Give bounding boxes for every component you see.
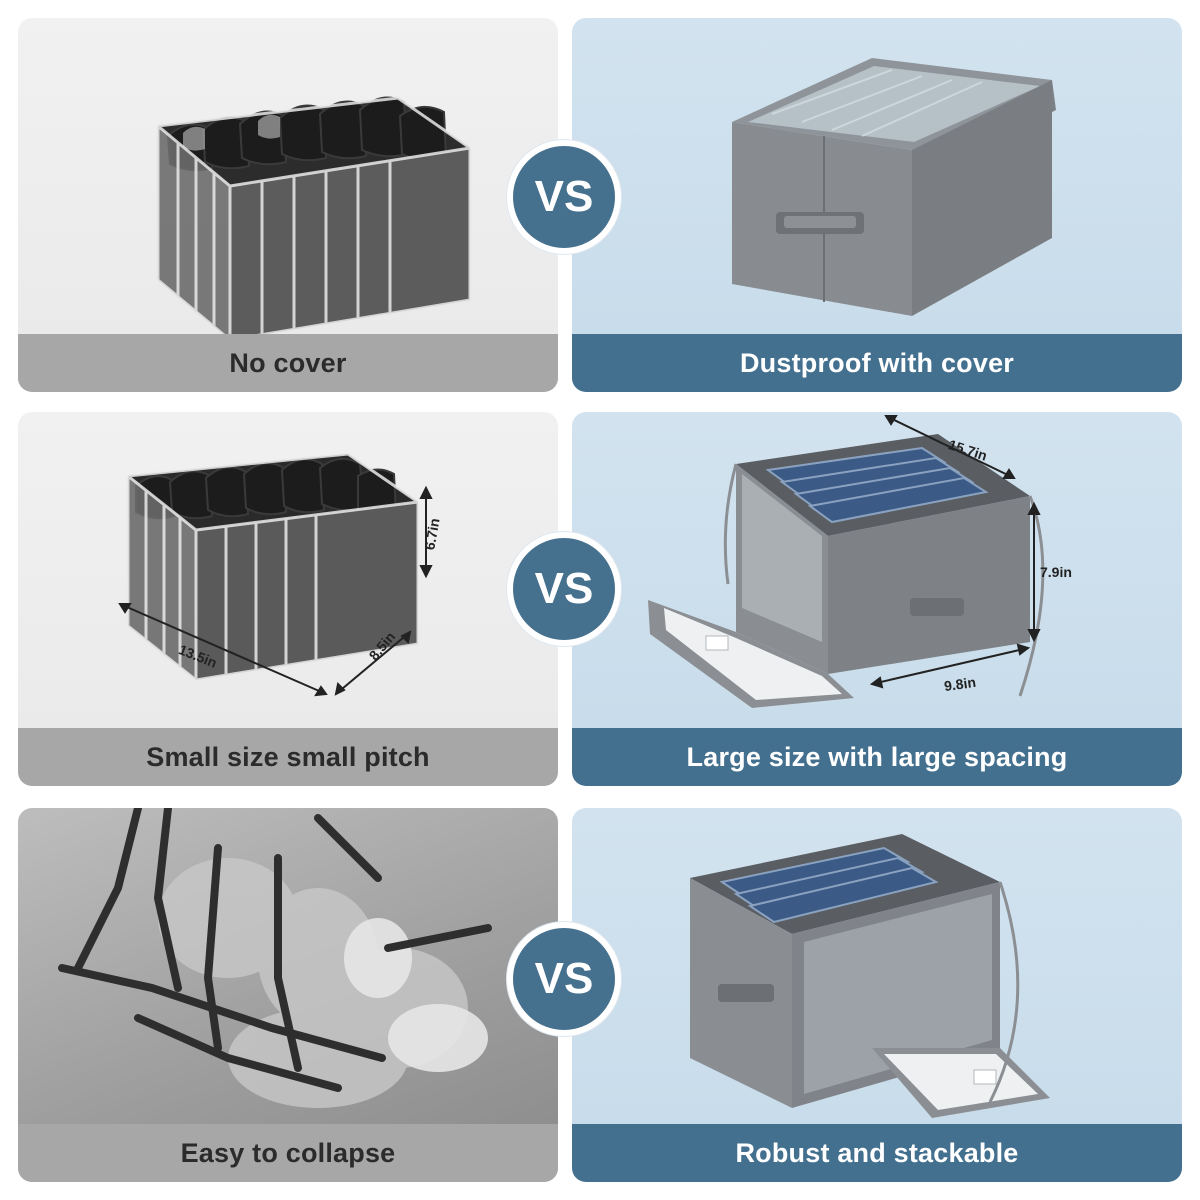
vs-badge: VS [507,140,621,254]
panel-large-size: 15.7in 7.9in 9.8in Large size with large… [572,412,1182,786]
panel-small-size: 13.5in 8.5in 6.7in Small size small pitc… [18,412,558,786]
panel-collapse: Easy to collapse [18,808,558,1182]
mesh-organizer-image [156,96,472,334]
panel-stackable: Robust and stackable [572,808,1182,1182]
panel-no-cover: No cover [18,18,558,392]
covered-storage-box-image [732,58,1056,316]
large-height-label: 7.9in [1040,564,1072,580]
left-caption: No cover [18,334,558,392]
sturdy-storage-box-image [690,834,1050,1118]
vs-badge: VS [507,532,621,646]
collapsed-organizer-photo [58,808,492,1108]
right-caption: Large size with large spacing [572,728,1182,786]
right-caption: Robust and stackable [572,1124,1182,1182]
panel-dustproof: Dustproof with cover [572,18,1182,392]
left-caption: Easy to collapse [18,1124,558,1182]
small-organizer-image [118,452,433,697]
left-caption: Small size small pitch [18,728,558,786]
vs-badge: VS [507,922,621,1036]
right-caption: Dustproof with cover [572,334,1182,392]
large-storage-box-image [648,415,1045,708]
